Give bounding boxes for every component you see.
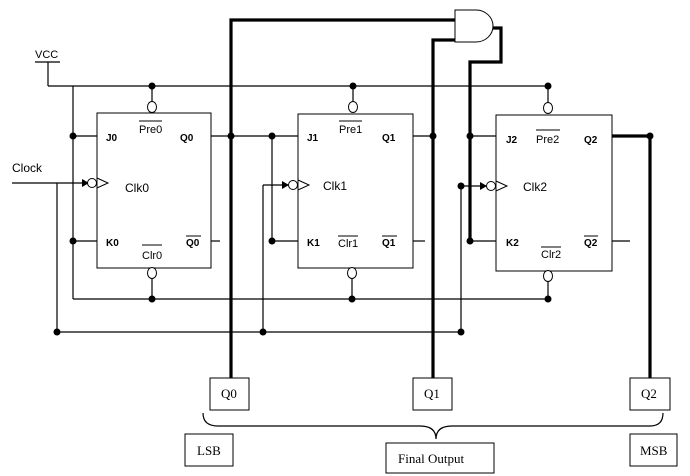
- ff2-j-label: J2: [506, 135, 518, 146]
- output-brace: [202, 412, 664, 440]
- junction-dot: [148, 295, 156, 303]
- and-output-wire: [468, 26, 503, 241]
- junction-dot: [544, 295, 552, 303]
- ff2-k-label: K2: [506, 238, 519, 249]
- ff1-pre-label: Pre1: [339, 124, 362, 136]
- ff1-j-label: J1: [307, 133, 319, 144]
- ff0-qbar-label: Q0: [186, 238, 200, 249]
- ff1-qbar-label: Q1: [382, 238, 396, 249]
- ff2-qbar-label: Q2: [584, 238, 598, 249]
- junction-dot: [227, 132, 235, 140]
- junction-dot: [429, 132, 437, 140]
- junction-dot: [544, 82, 552, 90]
- clr1-bubble-icon: [347, 267, 357, 279]
- junction-dot: [69, 132, 77, 140]
- ff0-j-label: J0: [106, 133, 118, 144]
- junction-dot: [69, 237, 77, 245]
- ff1-k-label: K1: [307, 238, 320, 249]
- vcc-symbol: VCC: [35, 49, 60, 86]
- junction-dot: [53, 328, 61, 336]
- q0-main-wire: [229, 18, 455, 378]
- q2-main-wire: [612, 134, 652, 378]
- clr2-bubble-icon: [543, 270, 553, 282]
- clock-arrow-icon: [82, 179, 89, 187]
- pre0-bubble-icon: [147, 101, 157, 113]
- junction-dot: [466, 237, 474, 245]
- q1-main-wire: [431, 38, 455, 378]
- junction-dot: [466, 132, 474, 140]
- ff1-clr-label: Clr1: [338, 238, 358, 250]
- and-gate-icon: [454, 9, 494, 43]
- ff0-k-label: K0: [106, 238, 119, 249]
- ff1-q-label: Q1: [382, 133, 396, 144]
- ff2-q-label: Q2: [584, 135, 598, 146]
- flipflop-2: [495, 114, 613, 272]
- output-q1-label: Q1: [424, 386, 440, 401]
- msb-label: MSB: [640, 443, 668, 458]
- ff1-clk-label: Clk1: [323, 179, 347, 193]
- output-box-q2: [629, 377, 671, 411]
- clk2-bubble-icon: [486, 181, 496, 191]
- output-q0-label: Q0: [221, 386, 237, 401]
- output-box-q0: [209, 377, 250, 411]
- junction-dot: [148, 82, 156, 90]
- junction-dot: [259, 328, 267, 336]
- ff0-clk-label: Clk0: [125, 181, 149, 195]
- flipflop-0: [96, 112, 212, 269]
- ff2-clk-label: Clk2: [523, 180, 547, 194]
- clk1-bubble-icon: [288, 180, 298, 190]
- flipflop-1: [297, 113, 414, 269]
- clr0-bubble-icon: [147, 267, 157, 279]
- ff0-pre-label: Pre0: [139, 124, 162, 136]
- junction-dot: [646, 132, 654, 140]
- ff2-clr-label: Clr2: [541, 249, 561, 261]
- final-output-label: Final Output: [398, 451, 464, 466]
- junction-dot: [268, 132, 276, 140]
- clock-label: Clock: [12, 161, 43, 175]
- lsb-label: LSB: [197, 443, 221, 458]
- ff0-q-label: Q0: [180, 133, 194, 144]
- vcc-label: VCC: [35, 49, 58, 61]
- junction-dot: [348, 295, 356, 303]
- clk2-arrow-icon: [480, 182, 487, 190]
- final-output-box: [385, 442, 495, 474]
- clk0-bubble-icon: [87, 178, 97, 188]
- clk1-arrow-icon: [282, 181, 289, 189]
- lsb-box: [184, 433, 234, 467]
- junction-dot: [457, 328, 465, 336]
- junction-dot: [268, 237, 276, 245]
- pre2-bubble-icon: [543, 102, 553, 114]
- output-box-q1: [412, 377, 453, 411]
- ff2-pre-label: Pre2: [536, 134, 559, 146]
- ff0-clr-label: Clr0: [142, 250, 162, 262]
- junction-dot: [349, 82, 357, 90]
- output-q2-label: Q2: [641, 386, 657, 401]
- msb-box: [629, 433, 678, 467]
- junction-dot: [457, 182, 465, 190]
- pre1-bubble-icon: [348, 101, 358, 113]
